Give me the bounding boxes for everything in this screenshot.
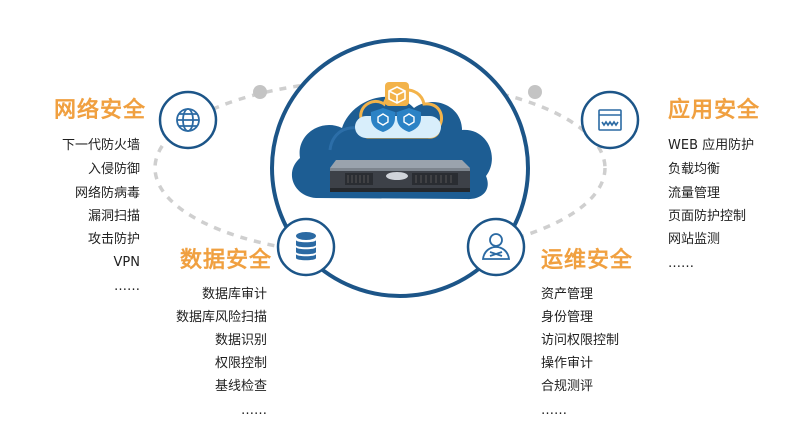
- node-ops: [466, 217, 526, 277]
- list-item: 负载均衡: [668, 162, 721, 177]
- list-item: 基线检查: [214, 379, 267, 394]
- section-title-network: 网络安全: [54, 98, 147, 123]
- list-item: ……: [241, 403, 267, 418]
- orbit-dot-left: [253, 85, 267, 99]
- node-network: [158, 90, 218, 150]
- list-item: 权限控制: [214, 356, 267, 371]
- list-item: 资产管理: [541, 287, 594, 302]
- list-item: WEB 应用防护: [668, 138, 755, 153]
- list-item: 攻击防护: [87, 232, 140, 247]
- list-item: 身份管理: [541, 310, 594, 325]
- globe-icon: [176, 108, 200, 132]
- list-item: 数据库审计: [201, 287, 267, 302]
- list-item: 下一代防火墙: [61, 138, 140, 153]
- user-wrench-icon: [481, 233, 511, 260]
- node-app: [580, 90, 640, 150]
- browser-window-icon: [598, 109, 622, 131]
- section-title-data: 数据安全: [180, 248, 273, 273]
- server-icon: [330, 160, 470, 192]
- list-item: ……: [668, 256, 694, 271]
- list-item: 网络防病毒: [74, 186, 140, 201]
- list-item: 操作审计: [541, 356, 594, 371]
- orbit-dot-right: [528, 85, 542, 99]
- list-item: 页面防护控制: [668, 209, 747, 224]
- section-title-ops: 运维安全: [541, 248, 634, 273]
- list-item: 合规测评: [541, 379, 594, 394]
- list-item: 数据库风险扫描: [175, 310, 267, 325]
- list-item: ……: [541, 403, 567, 418]
- shield-cloud-icon: [355, 82, 443, 139]
- list-item: ……: [114, 279, 140, 294]
- list-item: VPN: [113, 255, 140, 270]
- list-item: 数据识别: [214, 333, 267, 348]
- list-item: 漏洞扫描: [87, 209, 140, 224]
- list-item: 网站监测: [668, 232, 721, 247]
- node-data: [276, 217, 336, 277]
- list-item: 流量管理: [668, 186, 721, 201]
- section-title-app: 应用安全: [668, 98, 761, 123]
- list-item: 入侵防御: [87, 162, 140, 177]
- database-icon: [296, 232, 316, 261]
- list-item: 访问权限控制: [541, 333, 620, 348]
